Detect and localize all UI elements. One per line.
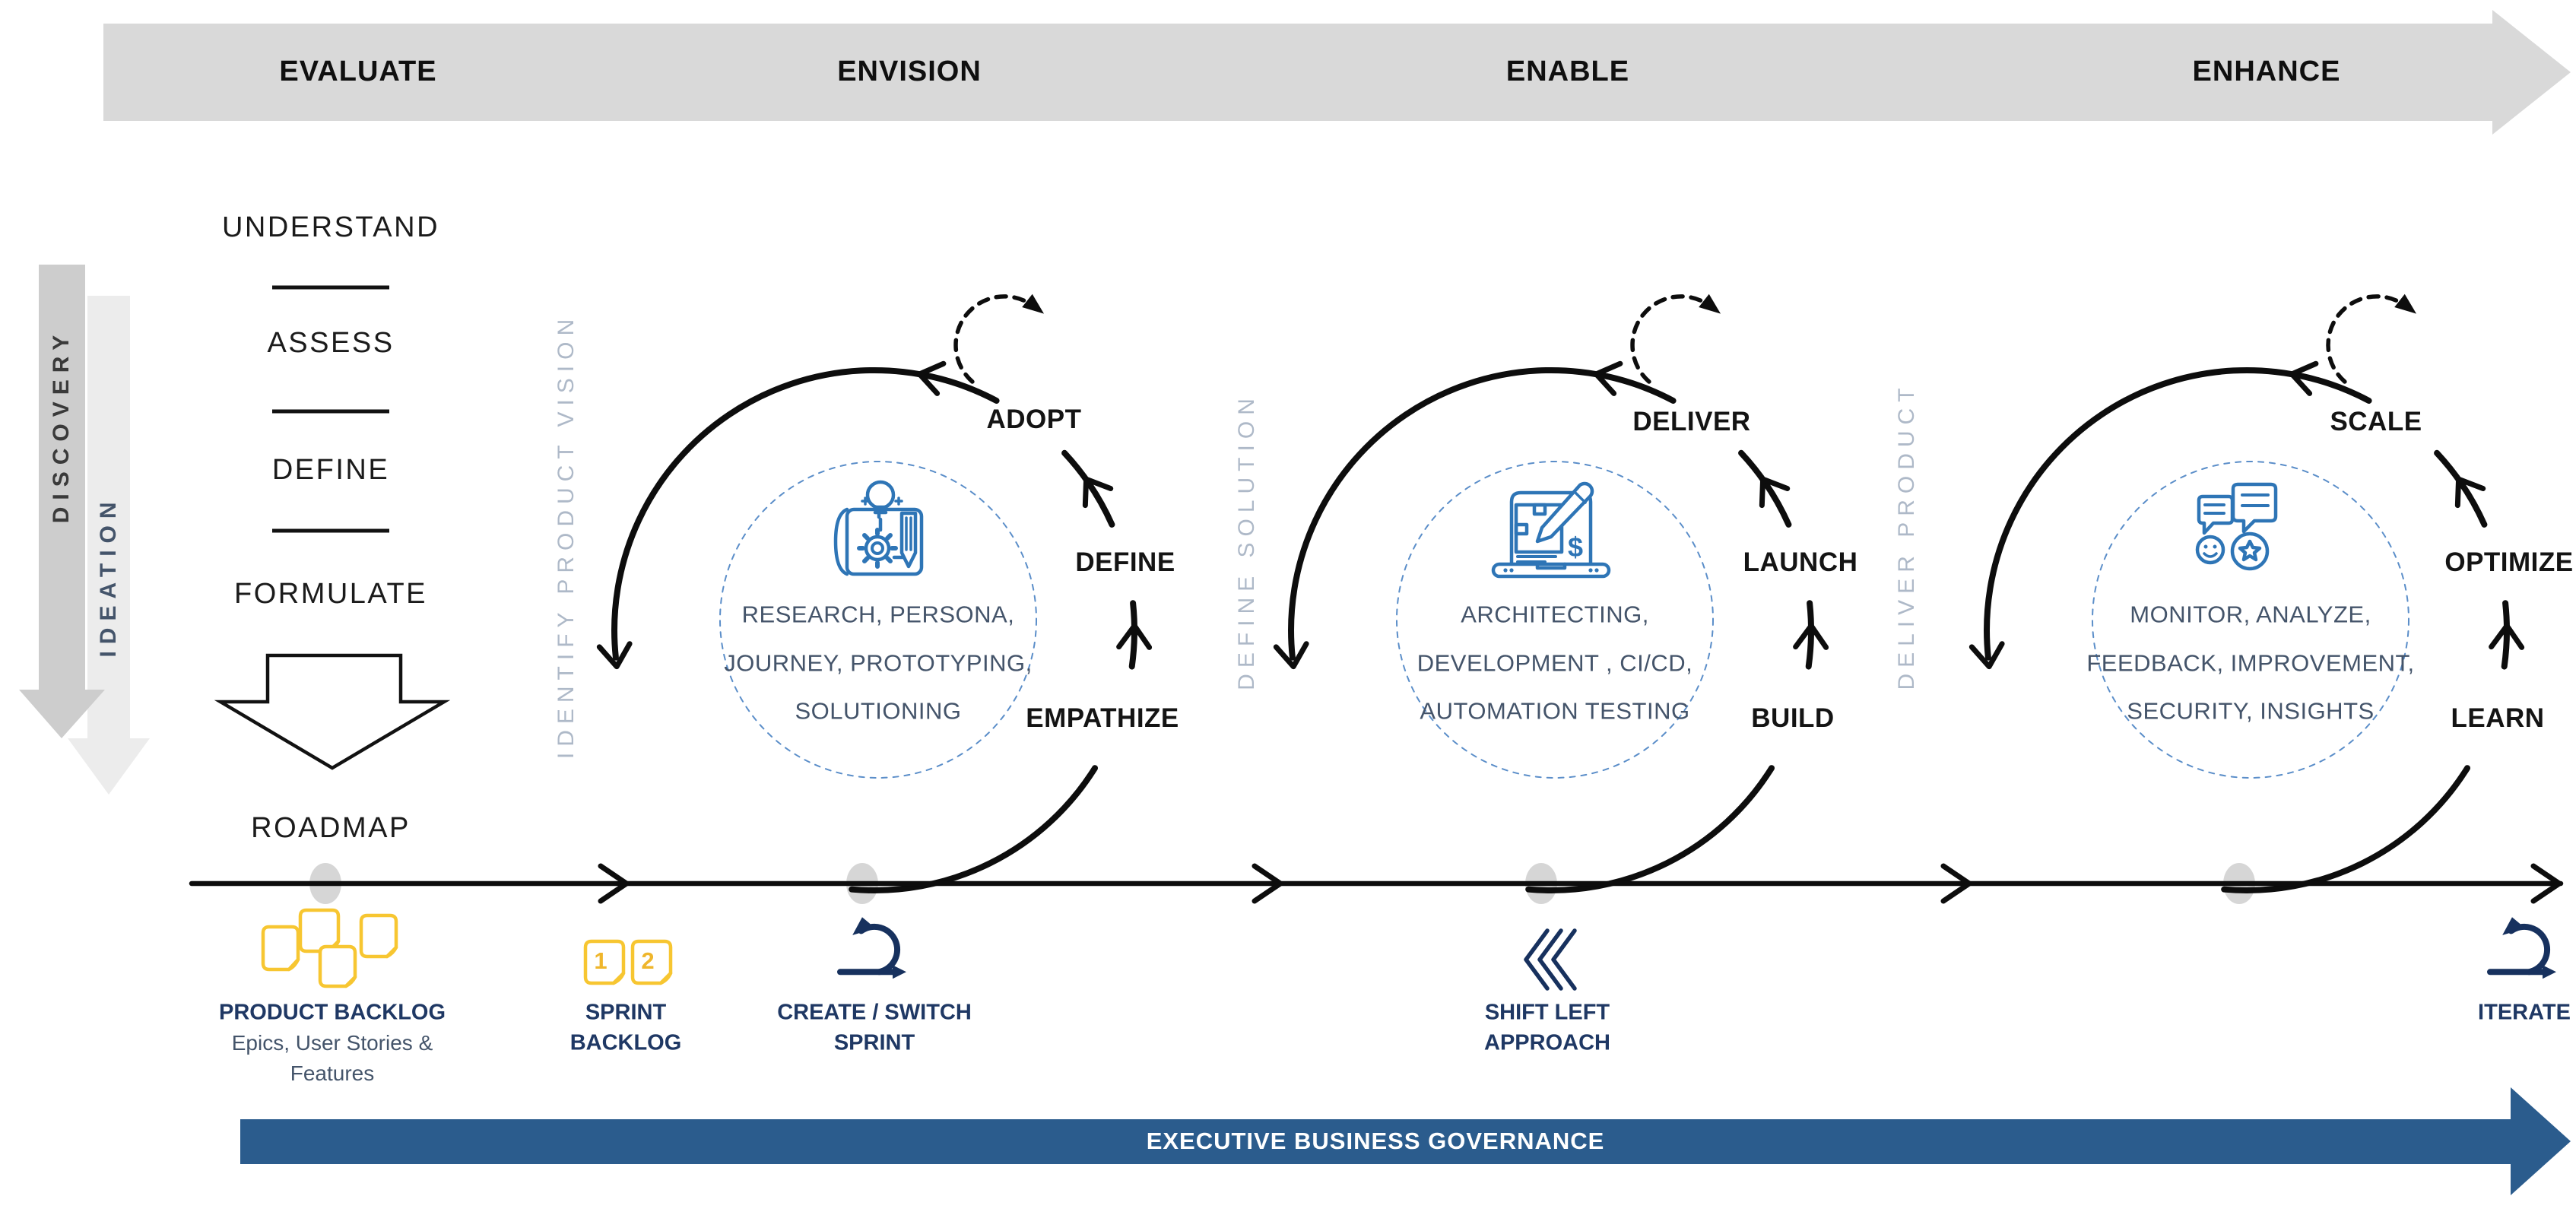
activities-envision: RESEARCH, PERSONA, JOURNEY, PROTOTYPING,… <box>724 601 1033 725</box>
stage-define: DEFINE <box>1075 547 1175 577</box>
roadmap-label: ROADMAP <box>251 812 411 845</box>
feedback-rating-icon <box>2195 482 2278 571</box>
sticky-notes-icon <box>261 908 398 988</box>
stage-scale: SCALE <box>2330 406 2422 436</box>
timeline-arrow-icon <box>1252 863 1283 904</box>
sprint-loop-icon <box>2487 917 2556 979</box>
iterate-label: ITERATE <box>2478 1000 2571 1025</box>
stage-empathize: EMPATHIZE <box>1026 703 1179 733</box>
phase-enable: ENABLE <box>1505 56 1630 88</box>
side-label-deliver-product: DELIVER PRODUCT <box>1893 382 1919 690</box>
governance-banner-arrow <box>240 1087 2571 1195</box>
product-backlog-label: PRODUCT BACKLOG <box>218 1000 446 1025</box>
sprint-backlog-label2: BACKLOG <box>569 1030 682 1055</box>
step-define: DEFINE <box>271 454 390 487</box>
discovery-arrow <box>19 265 105 738</box>
loop-envision <box>596 293 1153 893</box>
shift-left-approach-label2: APPROACH <box>1484 1030 1610 1055</box>
phase-evaluate: EVALUATE <box>279 56 437 88</box>
next-phase-swirl-icon <box>1630 294 1713 384</box>
numbered-sticky-notes-icon <box>583 939 673 985</box>
create-switch-sprint-label1: CREATE / SWITCH <box>777 1000 972 1025</box>
shift-left-approach-label1: SHIFT LEFT <box>1484 1000 1610 1025</box>
stage-optimize: OPTIMIZE <box>2444 547 2574 577</box>
stage-launch: LAUNCH <box>1743 547 1858 577</box>
step-assess: ASSESS <box>267 327 395 360</box>
loop-enable <box>1273 293 1829 893</box>
stage-adopt: ADOPT <box>986 404 1082 434</box>
next-phase-swirl-icon <box>953 294 1036 384</box>
step-dividers <box>272 285 389 533</box>
stage-build: BUILD <box>1751 703 1835 733</box>
activities-enable: ARCHITECTING, DEVELOPMENT , CI/CD, AUTOM… <box>1416 601 1693 725</box>
side-label-define-solution: DEFINE SOLUTION <box>1233 392 1259 690</box>
create-switch-sprint-label2: SPRINT <box>833 1030 915 1055</box>
timeline <box>189 863 2564 904</box>
discovery-arrow-label: DISCOVERY <box>48 328 74 524</box>
roadmap-down-arrow <box>214 653 451 770</box>
blueprint-idea-icon <box>833 480 924 576</box>
triple-chevron-left-icon <box>1524 928 1577 991</box>
side-label-identify-product-vision: IDENTIFY PRODUCT VISION <box>553 313 579 760</box>
activity-circle <box>719 461 1037 779</box>
governance-banner-label: EXECUTIVE BUSINESS GOVERNANCE <box>1146 1128 1605 1155</box>
phase-envision: ENVISION <box>837 56 982 88</box>
phase-enhance: ENHANCE <box>2192 56 2341 88</box>
dev-laptop-icon: $ <box>1491 481 1611 579</box>
next-phase-swirl-icon <box>2326 294 2409 384</box>
timeline-arrow-icon <box>1940 863 1972 904</box>
product-backlog-sub1: Epics, User Stories & <box>231 1030 433 1055</box>
sprint-backlog-label1: SPRINT <box>585 1000 667 1025</box>
step-understand: UNDERSTAND <box>221 211 440 244</box>
step-formulate: FORMULATE <box>233 578 428 611</box>
timeline-arrow-icon <box>2530 863 2562 904</box>
activity-circle <box>2092 461 2409 779</box>
stage-learn: LEARN <box>2451 703 2545 733</box>
ideation-arrow <box>68 296 150 795</box>
timeline-arrow-icon <box>598 863 630 904</box>
svg-text:$: $ <box>1568 531 1583 563</box>
sprint-loop-icon <box>837 917 906 979</box>
activity-circle <box>1396 461 1714 779</box>
loop-enhance <box>1968 293 2525 893</box>
sprint-note-number-2: 2 <box>641 947 655 975</box>
product-backlog-sub2: Features <box>290 1061 375 1085</box>
stage-deliver: DELIVER <box>1632 406 1751 436</box>
phase-banner-arrow <box>103 10 2571 135</box>
sprint-note-number-1: 1 <box>594 947 608 975</box>
activities-enhance: MONITOR, ANALYZE, FEEDBACK, IMPROVEMENT,… <box>2086 601 2415 725</box>
ideation-arrow-label: IDEATION <box>95 495 121 658</box>
